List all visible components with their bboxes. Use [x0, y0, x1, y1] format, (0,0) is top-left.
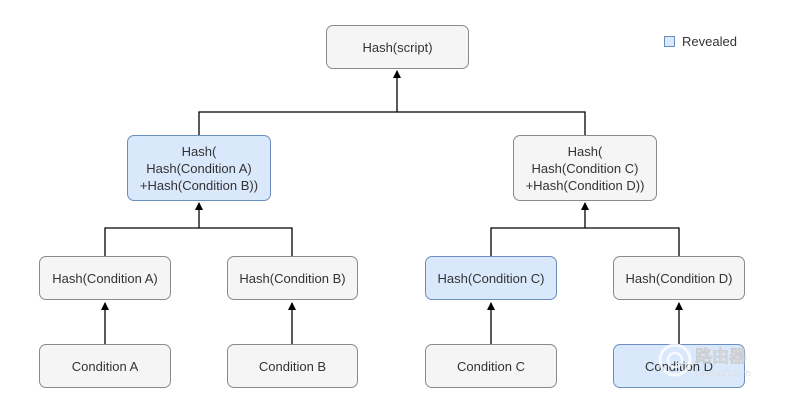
node-condition-a: Condition A	[39, 344, 171, 388]
node-hash-ab-line-2: Hash(Condition A)	[146, 160, 252, 176]
node-condition-a-label: Condition A	[71, 358, 139, 374]
edge-hash-a-b-to-hash-ab	[104, 227, 293, 256]
watermark-circle-icon	[658, 343, 692, 377]
node-condition-c: Condition C	[425, 344, 557, 388]
node-hash-cd-line-1: Hash(	[567, 143, 603, 159]
node-hash-condition-c: Hash(Condition C)	[425, 256, 557, 300]
watermark-text: 路由器	[695, 346, 747, 367]
node-hash-condition-b: Hash(Condition B)	[227, 256, 358, 300]
node-hash-condition-b-label: Hash(Condition B)	[239, 270, 346, 286]
watermark-subtext: luyouqi.com	[696, 369, 751, 379]
node-hash-cd-line-2: Hash(Condition C)	[531, 160, 639, 176]
node-hash-ab: Hash( Hash(Condition A) +Hash(Condition …	[127, 135, 271, 201]
edge-middle-to-root	[198, 111, 586, 135]
node-hash-ab-line-1: Hash(	[181, 143, 217, 159]
legend-label: Revealed	[682, 34, 737, 49]
node-hash-cd-line-3: +Hash(Condition D))	[525, 177, 645, 193]
node-condition-b: Condition B	[227, 344, 358, 388]
node-hash-cd: Hash( Hash(Condition C) +Hash(Condition …	[513, 135, 657, 201]
watermark-logo: 路由器 luyouqi.com	[658, 343, 751, 379]
node-hash-condition-a: Hash(Condition A)	[39, 256, 171, 300]
node-hash-script: Hash(script)	[326, 25, 469, 69]
legend: Revealed	[664, 34, 737, 49]
node-condition-b-label: Condition B	[258, 358, 327, 374]
node-hash-condition-c-label: Hash(Condition C)	[437, 270, 545, 286]
node-hash-condition-d-label: Hash(Condition D)	[625, 270, 733, 286]
node-hash-script-label: Hash(script)	[362, 39, 433, 55]
node-hash-condition-d: Hash(Condition D)	[613, 256, 745, 300]
legend-swatch	[664, 36, 675, 47]
edge-hash-c-d-to-hash-cd	[490, 227, 680, 256]
node-hash-condition-a-label: Hash(Condition A)	[52, 270, 158, 286]
node-hash-ab-line-3: +Hash(Condition B))	[139, 177, 259, 193]
node-condition-c-label: Condition C	[457, 358, 525, 374]
